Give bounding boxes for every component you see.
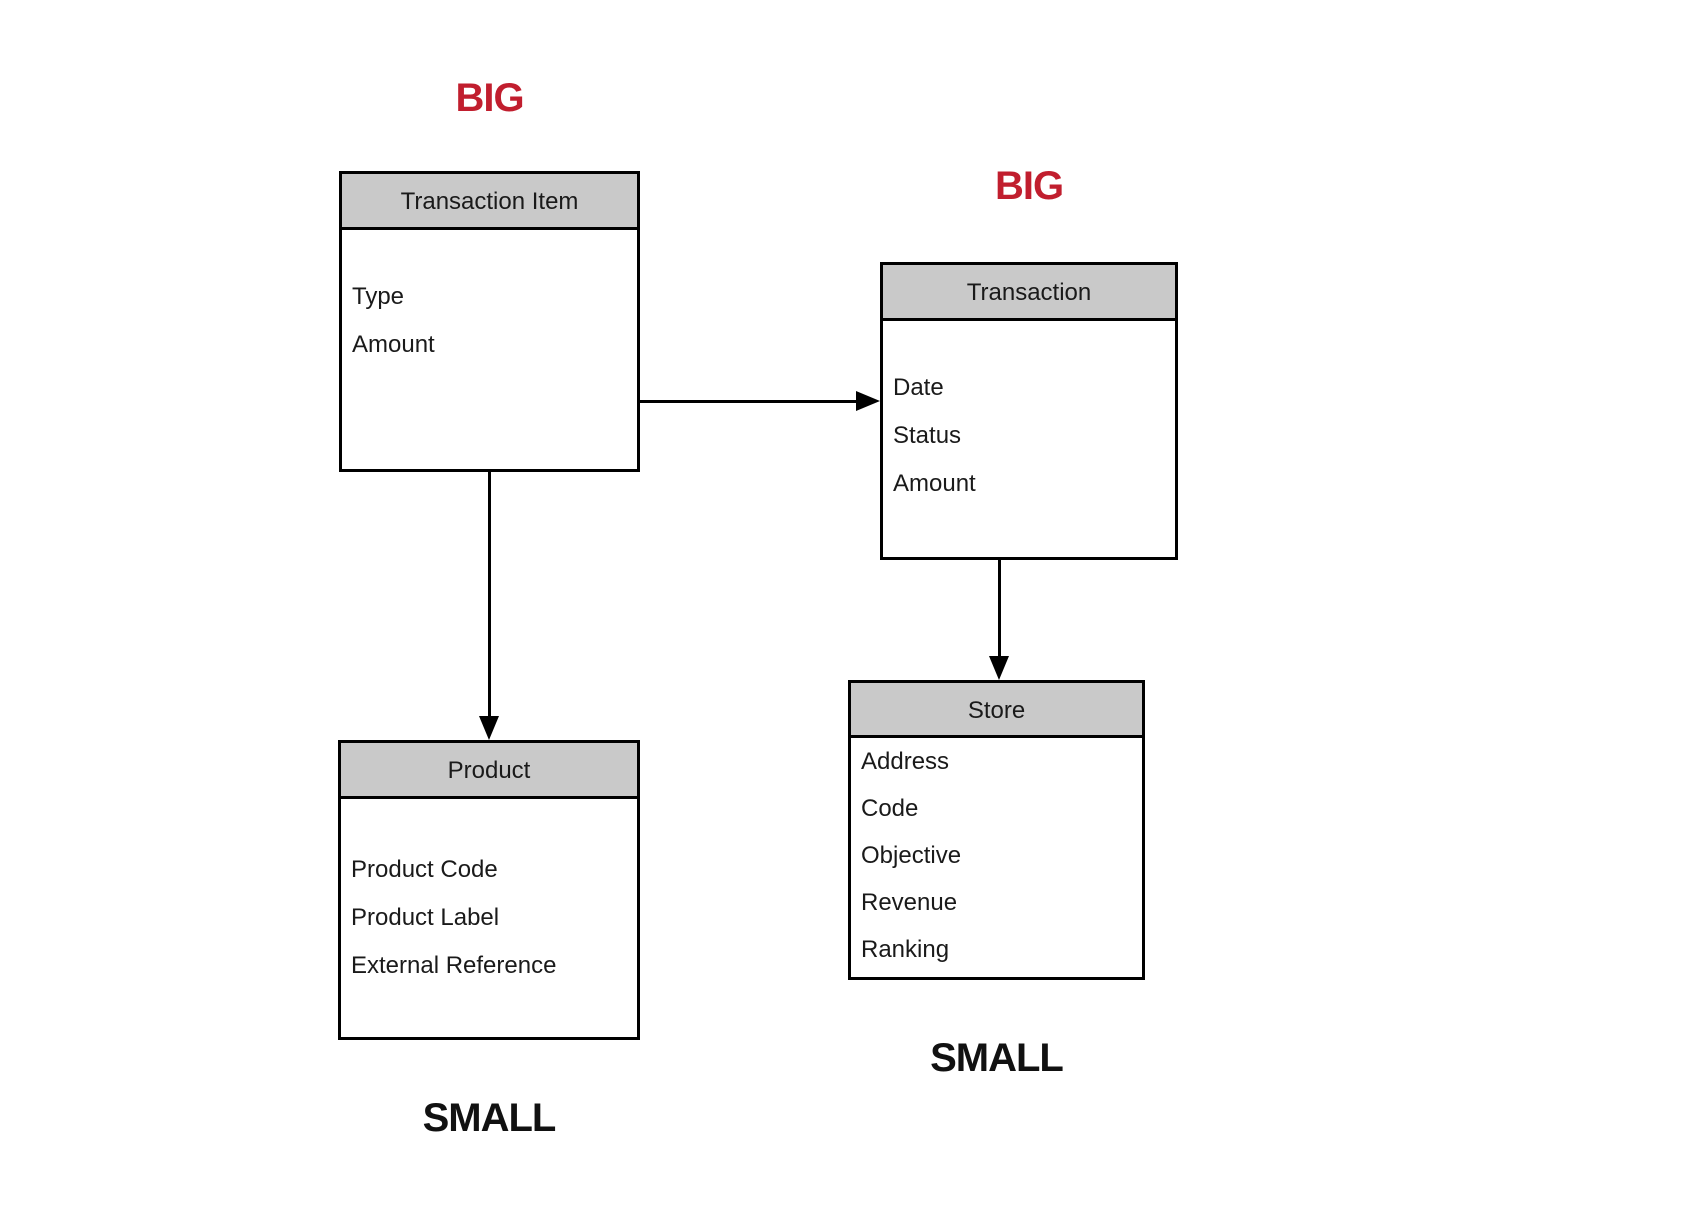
entity-title: Transaction Item <box>342 174 637 230</box>
arrow-line <box>640 400 856 403</box>
size-annotation-big-transaction-item: BIG <box>455 76 524 120</box>
arrowhead-right-icon <box>856 391 880 411</box>
entity-field: Code <box>861 795 919 822</box>
entity-field: Type <box>352 283 405 310</box>
size-annotation-big-transaction: BIG <box>994 164 1064 208</box>
entity-field: Objective <box>861 842 962 869</box>
arrow-line <box>998 560 1001 657</box>
entity-field: Date <box>893 374 944 401</box>
size-annotation-small-product: SMALL <box>422 1096 557 1140</box>
entity-field: Product Label <box>351 904 500 931</box>
entity-title: Transaction <box>883 265 1175 321</box>
entity-title: Product <box>341 743 637 799</box>
entity-field: Revenue <box>861 889 958 916</box>
arrow-line <box>488 472 491 717</box>
arrowhead-down-icon <box>989 656 1009 680</box>
entity-field: Status <box>893 422 962 449</box>
entity-field: Amount <box>352 331 435 358</box>
entity-field: Address <box>861 748 950 775</box>
arrowhead-down-icon <box>479 716 499 740</box>
entity-title: Store <box>851 683 1142 738</box>
entity-field: Ranking <box>861 936 950 963</box>
entity-field: Product Code <box>351 856 498 883</box>
entity-field: Amount <box>893 470 976 497</box>
size-annotation-small-store: SMALL <box>930 1036 1064 1080</box>
entity-field: External Reference <box>351 952 557 979</box>
